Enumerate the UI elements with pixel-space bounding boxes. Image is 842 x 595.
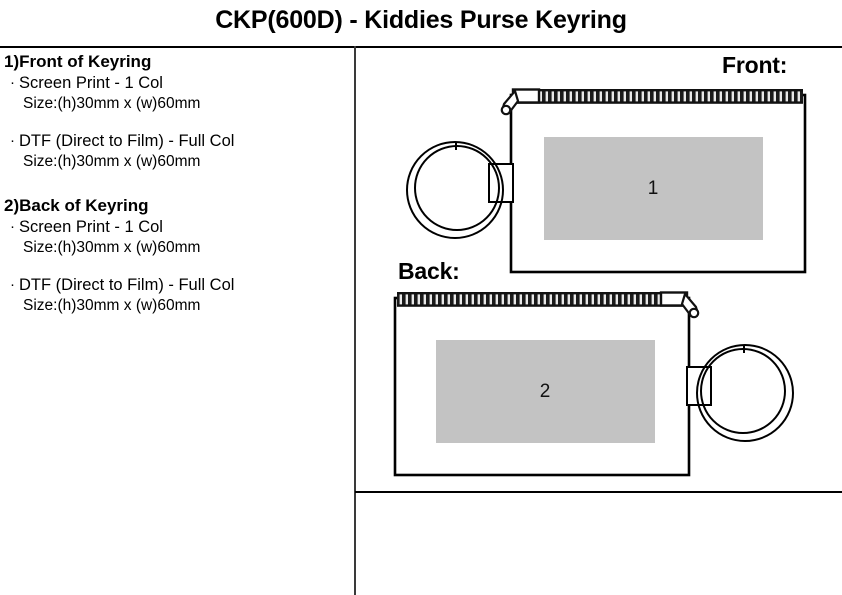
spec-group-back: 2)Back of Keyring ·Screen Print - 1 Col … xyxy=(0,196,350,316)
spec-option: ·Screen Print - 1 Col xyxy=(10,73,350,94)
back-view-label: Back: xyxy=(398,258,460,284)
page-title: CKP(600D) - Kiddies Purse Keyring xyxy=(215,6,627,34)
spec-option: ·Screen Print - 1 Col xyxy=(10,217,350,238)
spec-group-heading: 1)Front of Keyring xyxy=(4,52,152,71)
front-zipper-rail-bottom xyxy=(513,101,803,104)
front-purse-illustration: 1 xyxy=(392,86,816,281)
front-print-area xyxy=(544,137,763,240)
spec-option-size: Size:(h)30mm x (w)60mm xyxy=(23,152,201,170)
back-print-area-number: 2 xyxy=(540,381,551,402)
bullet-icon: · xyxy=(10,132,15,150)
front-zipper-pull-eyelet xyxy=(500,104,512,116)
spec-option: ·DTF (Direct to Film) - Full Col xyxy=(10,275,350,296)
back-zipper-teeth xyxy=(397,293,687,306)
bullet-icon: · xyxy=(10,276,15,294)
spec-option-method: DTF (Direct to Film) - Full Col xyxy=(19,276,235,295)
bullet-icon: · xyxy=(10,218,15,236)
front-keyring-connector-tab xyxy=(488,163,514,203)
back-purse-svg: 2 xyxy=(393,291,794,477)
spec-option-size: Size:(h)30mm x (w)60mm xyxy=(23,95,201,113)
bullet-icon: · xyxy=(10,74,15,92)
back-zipper-pull-eyelet xyxy=(688,307,700,319)
front-keyring-inner-ring xyxy=(414,145,500,231)
spec-option-method: DTF (Direct to Film) - Full Col xyxy=(19,132,235,151)
spec-option-size: Size:(h)30mm x (w)60mm xyxy=(23,296,201,314)
front-zipper-teeth xyxy=(513,90,803,103)
right-panel-bottom-divider xyxy=(355,491,842,493)
back-keyring-inner-ring xyxy=(700,348,786,434)
front-zipper-rail-top xyxy=(513,89,803,92)
back-print-area xyxy=(436,340,655,443)
spec-option-method: Screen Print - 1 Col xyxy=(19,74,163,93)
header-divider xyxy=(0,46,842,48)
spec-group-heading: 2)Back of Keyring xyxy=(4,195,149,215)
back-zipper-rail-top xyxy=(397,292,687,295)
spec-option-method: Screen Print - 1 Col xyxy=(19,218,163,237)
back-zipper-rail-bottom xyxy=(397,304,687,307)
front-view-label: Front: xyxy=(722,52,788,78)
spec-group-front: 1)Front of Keyring ·Screen Print - 1 Col… xyxy=(0,52,350,172)
spec-option: ·DTF (Direct to Film) - Full Col xyxy=(10,131,350,152)
front-print-area-number: 1 xyxy=(648,178,659,199)
back-keyring-connector-tab xyxy=(686,366,712,406)
spec-option-size: Size:(h)30mm x (w)60mm xyxy=(23,238,201,256)
front-purse-svg: 1 xyxy=(406,88,807,274)
back-purse-illustration: 2 xyxy=(390,289,814,484)
panel-divider xyxy=(354,46,356,595)
specification-panel: 1)Front of Keyring ·Screen Print - 1 Col… xyxy=(0,52,350,318)
